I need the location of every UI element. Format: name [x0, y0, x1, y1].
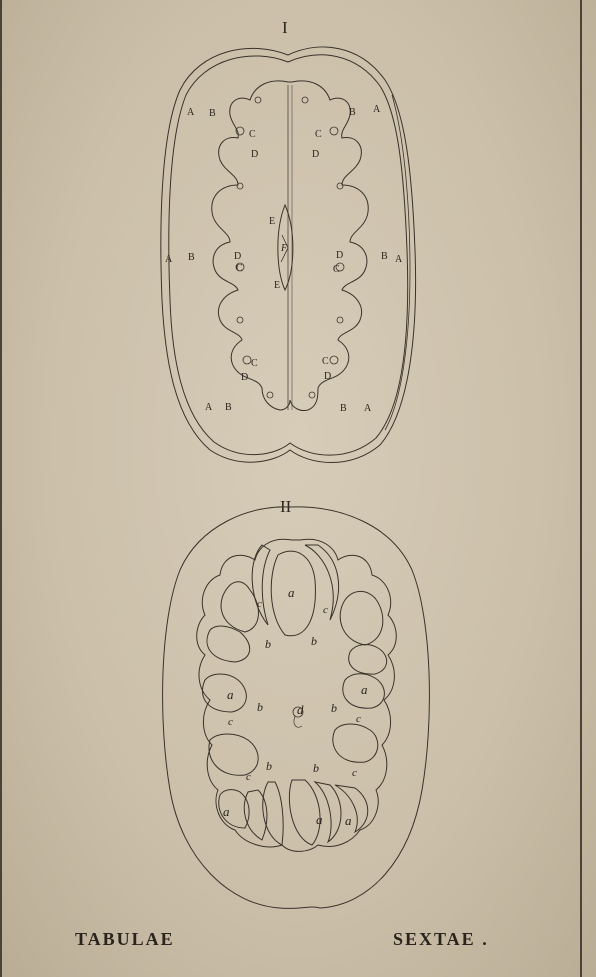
cell-a-left: [202, 674, 246, 712]
label-d: d: [297, 702, 304, 717]
label-c: c: [323, 604, 328, 616]
label-B: B: [188, 252, 195, 263]
label-A: A: [205, 402, 213, 413]
label-D: D: [324, 371, 331, 382]
label-a: a: [227, 687, 234, 702]
label-C: C: [322, 356, 329, 367]
figure-1-curls: [236, 97, 344, 398]
label-a: a: [316, 812, 323, 827]
label-C: C: [249, 129, 256, 140]
caption-left: TABULAE: [75, 929, 175, 950]
label-B: B: [209, 108, 216, 119]
label-C: C: [236, 263, 243, 274]
cell-right-2: [349, 645, 387, 675]
cell-left-3: [209, 734, 258, 775]
cell-top-right: [305, 545, 339, 620]
label-A: A: [165, 254, 173, 265]
label-D: D: [234, 251, 241, 262]
figure-1-numeral: I: [282, 18, 288, 37]
label-C: C: [333, 264, 340, 275]
label-D: D: [312, 149, 319, 160]
label-B: B: [340, 403, 347, 414]
label-c: c: [356, 713, 361, 725]
figure-2-labels: a c c b b a b d b a c c b b c c a a a: [223, 585, 368, 828]
label-C: C: [251, 358, 258, 369]
label-c: c: [352, 767, 357, 779]
label-a: a: [223, 804, 230, 819]
label-c: c: [246, 771, 251, 783]
label-A: A: [187, 107, 195, 118]
label-E: E: [269, 216, 275, 227]
label-a: a: [361, 682, 368, 697]
cell-right-3: [333, 724, 378, 762]
figure-1-lobed-body: [212, 81, 368, 411]
label-C: C: [315, 129, 322, 140]
label-E: E: [274, 280, 280, 291]
label-b: b: [265, 637, 271, 651]
label-a: a: [345, 813, 352, 828]
label-A: A: [364, 403, 372, 414]
cell-bottom-3: [263, 782, 283, 845]
label-B: B: [381, 251, 388, 262]
label-b: b: [313, 761, 319, 775]
label-D: D: [251, 149, 258, 160]
cell-right-1: [340, 591, 383, 645]
cell-top-left: [252, 545, 270, 625]
label-c: c: [257, 598, 262, 610]
label-b: b: [331, 701, 337, 715]
label-c: c: [228, 716, 233, 728]
caption-right: SEXTAE .: [393, 929, 489, 950]
label-a: a: [288, 585, 295, 600]
label-b: b: [311, 634, 317, 648]
label-b: b: [257, 700, 263, 714]
figure-2: [163, 507, 430, 909]
label-B: B: [225, 402, 232, 413]
label-A: A: [395, 254, 403, 265]
label-A: A: [373, 104, 381, 115]
label-F: F: [280, 243, 288, 254]
label-B: B: [349, 107, 356, 118]
label-b: b: [266, 759, 272, 773]
label-D: D: [241, 372, 248, 383]
label-D: D: [336, 250, 343, 261]
central-pore-tail: [294, 716, 302, 727]
